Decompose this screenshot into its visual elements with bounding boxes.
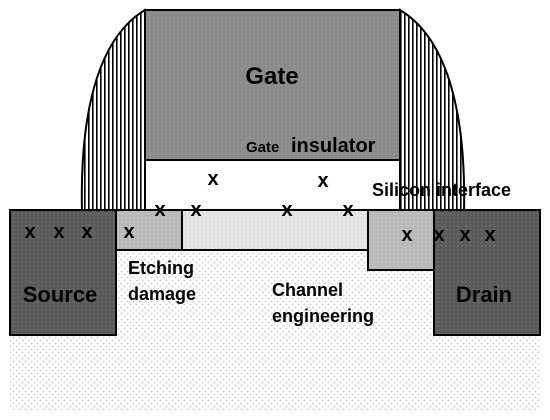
channel-engineering-label-line2: engineering <box>272 306 374 326</box>
defect-marks: x x x x x x x x x x x x x x <box>24 168 495 246</box>
defect-mark: x <box>123 221 134 243</box>
drain-label: Drain <box>456 282 512 307</box>
defect-mark: x <box>190 199 201 221</box>
defect-mark: x <box>433 224 444 246</box>
defect-mark: x <box>53 221 64 243</box>
etching-damage-label-line1: Etching <box>128 258 194 278</box>
right-spacer <box>399 8 466 213</box>
left-extension <box>115 209 183 251</box>
defect-mark: x <box>24 221 35 243</box>
left-spacer <box>80 8 146 213</box>
channel-region <box>179 209 371 251</box>
defect-mark: x <box>401 224 412 246</box>
gate-insulator-label-prefix: Gate <box>246 139 279 156</box>
defect-mark: x <box>342 199 353 221</box>
defect-mark: x <box>317 170 328 192</box>
channel-engineering-label-line1: Channel <box>272 280 343 300</box>
gate-electrode <box>144 9 401 161</box>
defect-mark: x <box>281 199 292 221</box>
defect-mark: x <box>207 168 218 190</box>
defect-mark: x <box>81 221 92 243</box>
gate-insulator-label: insulator <box>291 135 376 157</box>
defect-mark: x <box>459 224 470 246</box>
defect-mark: x <box>154 199 165 221</box>
silicon-interface-label: Silicon interface <box>372 180 511 200</box>
source-label: Source <box>23 282 98 307</box>
source-region <box>9 209 117 336</box>
gate-label: Gate <box>245 63 298 90</box>
etching-damage-label-line2: damage <box>128 284 196 304</box>
gate-insulator <box>144 159 401 213</box>
drain-region <box>433 209 541 336</box>
defect-mark: x <box>484 224 495 246</box>
